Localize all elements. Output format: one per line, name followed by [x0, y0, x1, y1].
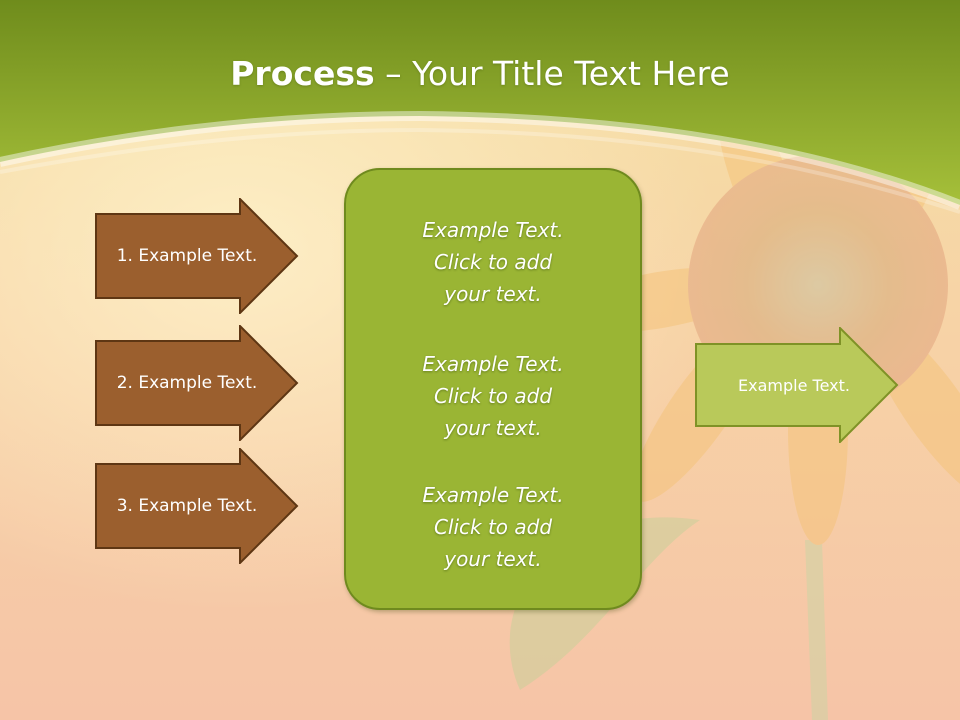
center-paragraph-3: Example Text. Click to add your text.: [346, 479, 640, 575]
center-paragraph-3-line-1: Example Text.: [422, 483, 564, 507]
center-paragraph-2-line-3: your text.: [444, 416, 542, 440]
step-arrow-3[interactable]: 3. Example Text.: [95, 448, 299, 564]
output-arrow[interactable]: Example Text.: [695, 327, 899, 443]
center-paragraph-1: Example Text. Click to add your text.: [346, 214, 640, 310]
center-paragraph-3-line-2: Click to add: [433, 515, 553, 539]
center-paragraph-2: Example Text. Click to add your text.: [346, 348, 640, 444]
center-paragraph-1-line-3: your text.: [444, 282, 542, 306]
center-paragraph-2-line-2: Click to add: [433, 384, 553, 408]
title-strong: Process: [230, 54, 375, 93]
center-paragraph-3-line-3: your text.: [444, 547, 542, 571]
output-arrow-label: Example Text.: [738, 375, 850, 395]
output-arrow-shape: [695, 327, 899, 443]
step-arrow-1[interactable]: 1. Example Text.: [95, 198, 299, 314]
center-paragraph-2-line-1: Example Text.: [422, 352, 564, 376]
step-arrow-2[interactable]: 2. Example Text.: [95, 325, 299, 441]
step-arrow-3-shape: [95, 448, 299, 564]
step-arrow-2-shape: [95, 325, 299, 441]
step-arrow-1-shape: [95, 198, 299, 314]
center-process-box[interactable]: Example Text. Click to add your text. Ex…: [344, 168, 642, 610]
center-paragraph-1-line-2: Click to add: [433, 250, 553, 274]
title-rest: – Your Title Text Here: [374, 54, 730, 93]
step-arrow-2-label: 2. Example Text.: [116, 373, 258, 393]
step-arrow-1-label: 1. Example Text.: [116, 246, 258, 266]
center-paragraph-1-line-1: Example Text.: [422, 218, 564, 242]
slide-title: Process – Your Title Text Here: [0, 52, 960, 96]
step-arrow-3-label: 3. Example Text.: [116, 496, 258, 516]
